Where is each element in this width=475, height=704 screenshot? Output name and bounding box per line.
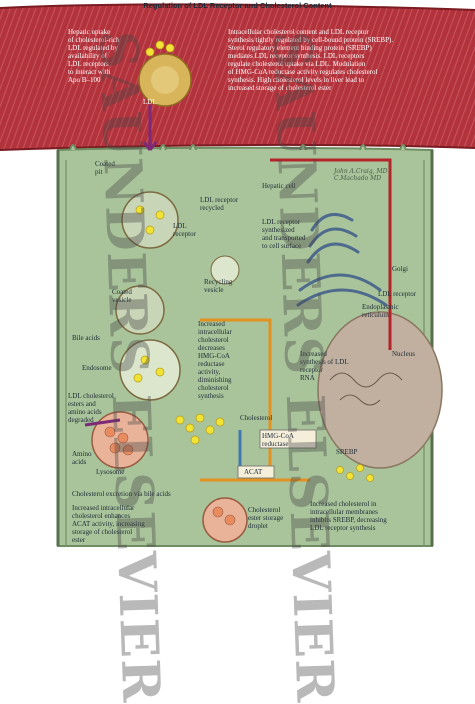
vessel-left-text: Hepatic uptake of cholesterol-rich LDL r… xyxy=(68,28,120,84)
label-hmg-coa-reductase: HMG-CoA reductase xyxy=(262,432,294,448)
label-increased-membranes: Increased cholesterol in intracellular m… xyxy=(310,500,387,532)
label-endosome: Endosome xyxy=(82,364,112,372)
label-endoplasmic-reticulum: Endoplasmic reticulum xyxy=(362,303,399,319)
ldl-tag: LDL xyxy=(143,98,157,106)
label-golgi: Golgi xyxy=(392,265,408,273)
label-srebp: SREBP xyxy=(336,448,358,456)
label-ldl-receptor-recycled: LDL receptor recycled xyxy=(200,196,239,212)
label-ldl-esters: LDL cholesterol esters and amino acids d… xyxy=(68,392,114,424)
golgi-stack xyxy=(296,212,388,307)
nucleus-shape xyxy=(317,311,443,469)
label-increased-chol-hmg: Increased intracellular cholesterol decr… xyxy=(198,320,232,400)
acat-box xyxy=(237,465,275,479)
arrows xyxy=(84,105,392,482)
ldl-particle xyxy=(138,53,192,107)
label-ldl-receptor: LDL receptor xyxy=(173,222,196,238)
label-lysosome: Lysosome xyxy=(96,468,125,476)
label-nucleus: Nucleus xyxy=(392,350,415,358)
label-acat: ACAT xyxy=(244,468,263,476)
label-increased-synth-rna: Increased synthesis of LDL receptor RNA xyxy=(300,350,349,382)
ldl-dots xyxy=(133,40,374,482)
label-cholesterol: Cholesterol xyxy=(240,414,273,422)
label-coated-pit: Coated pit xyxy=(95,160,115,176)
label-coated-vesicle: Coated vesicle xyxy=(112,288,132,304)
label-bile-acids: Bile acids xyxy=(72,334,100,342)
vessel-right-text: Intracellular cholesterol content and LD… xyxy=(228,28,394,92)
label-storage-droplet: Cholesterol ester storage droplet xyxy=(248,506,284,530)
label-increased-acat: Increased intracellular cholesterol enha… xyxy=(72,504,145,544)
label-amino-acids: Amino acids xyxy=(72,450,92,466)
label-ldl-receptor-synth: LDL receptor synthesized and transported… xyxy=(262,218,306,250)
label-excretion: Cholesterol excretion via bile acids xyxy=(72,490,171,498)
lysosome-spheres xyxy=(104,426,236,526)
page-title: Regulation of LDL Receptor and Cholester… xyxy=(143,1,332,10)
label-ldl-receptor-right: LDL receptor xyxy=(378,290,417,298)
hmg-box xyxy=(259,429,317,449)
label-hepatic-cell: Hepatic cell xyxy=(262,182,296,190)
label-recycling-vesicle: Recycling vesicle xyxy=(204,278,233,294)
diagram-artwork xyxy=(0,3,475,547)
artist-signature: John A.Craig, MD C.Machado MD xyxy=(334,168,388,182)
blood-vessel xyxy=(0,3,475,151)
vesicles xyxy=(91,191,248,543)
